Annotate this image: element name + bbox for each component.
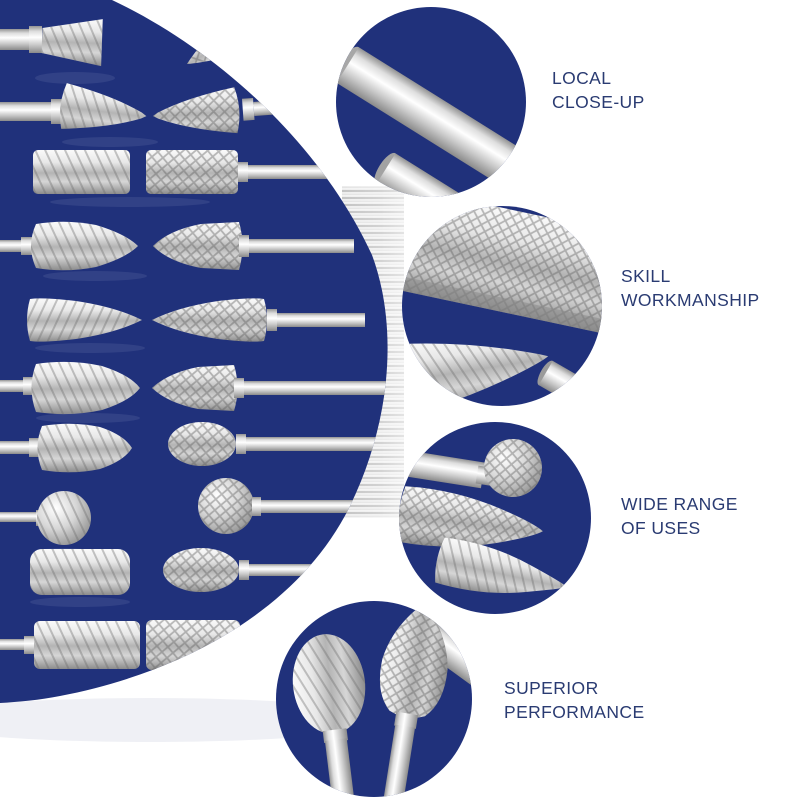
flame-burr-icon — [379, 602, 448, 797]
burr-row-oval-pair — [0, 422, 388, 473]
burr-row-pointed-cones — [0, 83, 343, 147]
burr-row-long-cylinders — [0, 620, 269, 670]
label-line: WORKMANSHIP — [621, 290, 760, 310]
label-wide-range-of-uses: WIDE RANGE OF USES — [621, 492, 738, 540]
callout-photo-wide-range-of-uses — [399, 422, 591, 614]
callout-photo-skill-workmanship — [402, 206, 602, 406]
burr-row-flame-pair — [0, 361, 388, 423]
label-line: WIDE RANGE — [621, 494, 738, 514]
smooth-shank-icon — [374, 152, 526, 197]
callout-photo-local-close-up — [336, 7, 526, 197]
oval-burr-icon — [292, 634, 366, 797]
label-local-close-up: LOCAL CLOSE-UP — [552, 66, 645, 114]
label-skill-workmanship: SKILL WORKMANSHIP — [621, 264, 760, 312]
label-superior-performance: SUPERIOR PERFORMANCE — [504, 676, 645, 724]
callout-photo-superior-performance — [276, 601, 472, 797]
label-line: CLOSE-UP — [552, 92, 645, 112]
label-line: LOCAL — [552, 68, 612, 88]
taper-burr-icon — [435, 537, 568, 593]
burr-row-pointed-flames — [27, 298, 365, 353]
label-line: SKILL — [621, 266, 671, 286]
tree-burr-icon — [399, 486, 543, 547]
burr-row-rounded-cylinder-oval — [30, 548, 349, 607]
label-line: OF USES — [621, 518, 701, 538]
burr-row-flames — [0, 221, 354, 281]
label-line: PERFORMANCE — [504, 702, 645, 722]
label-line: SUPERIOR — [504, 678, 599, 698]
